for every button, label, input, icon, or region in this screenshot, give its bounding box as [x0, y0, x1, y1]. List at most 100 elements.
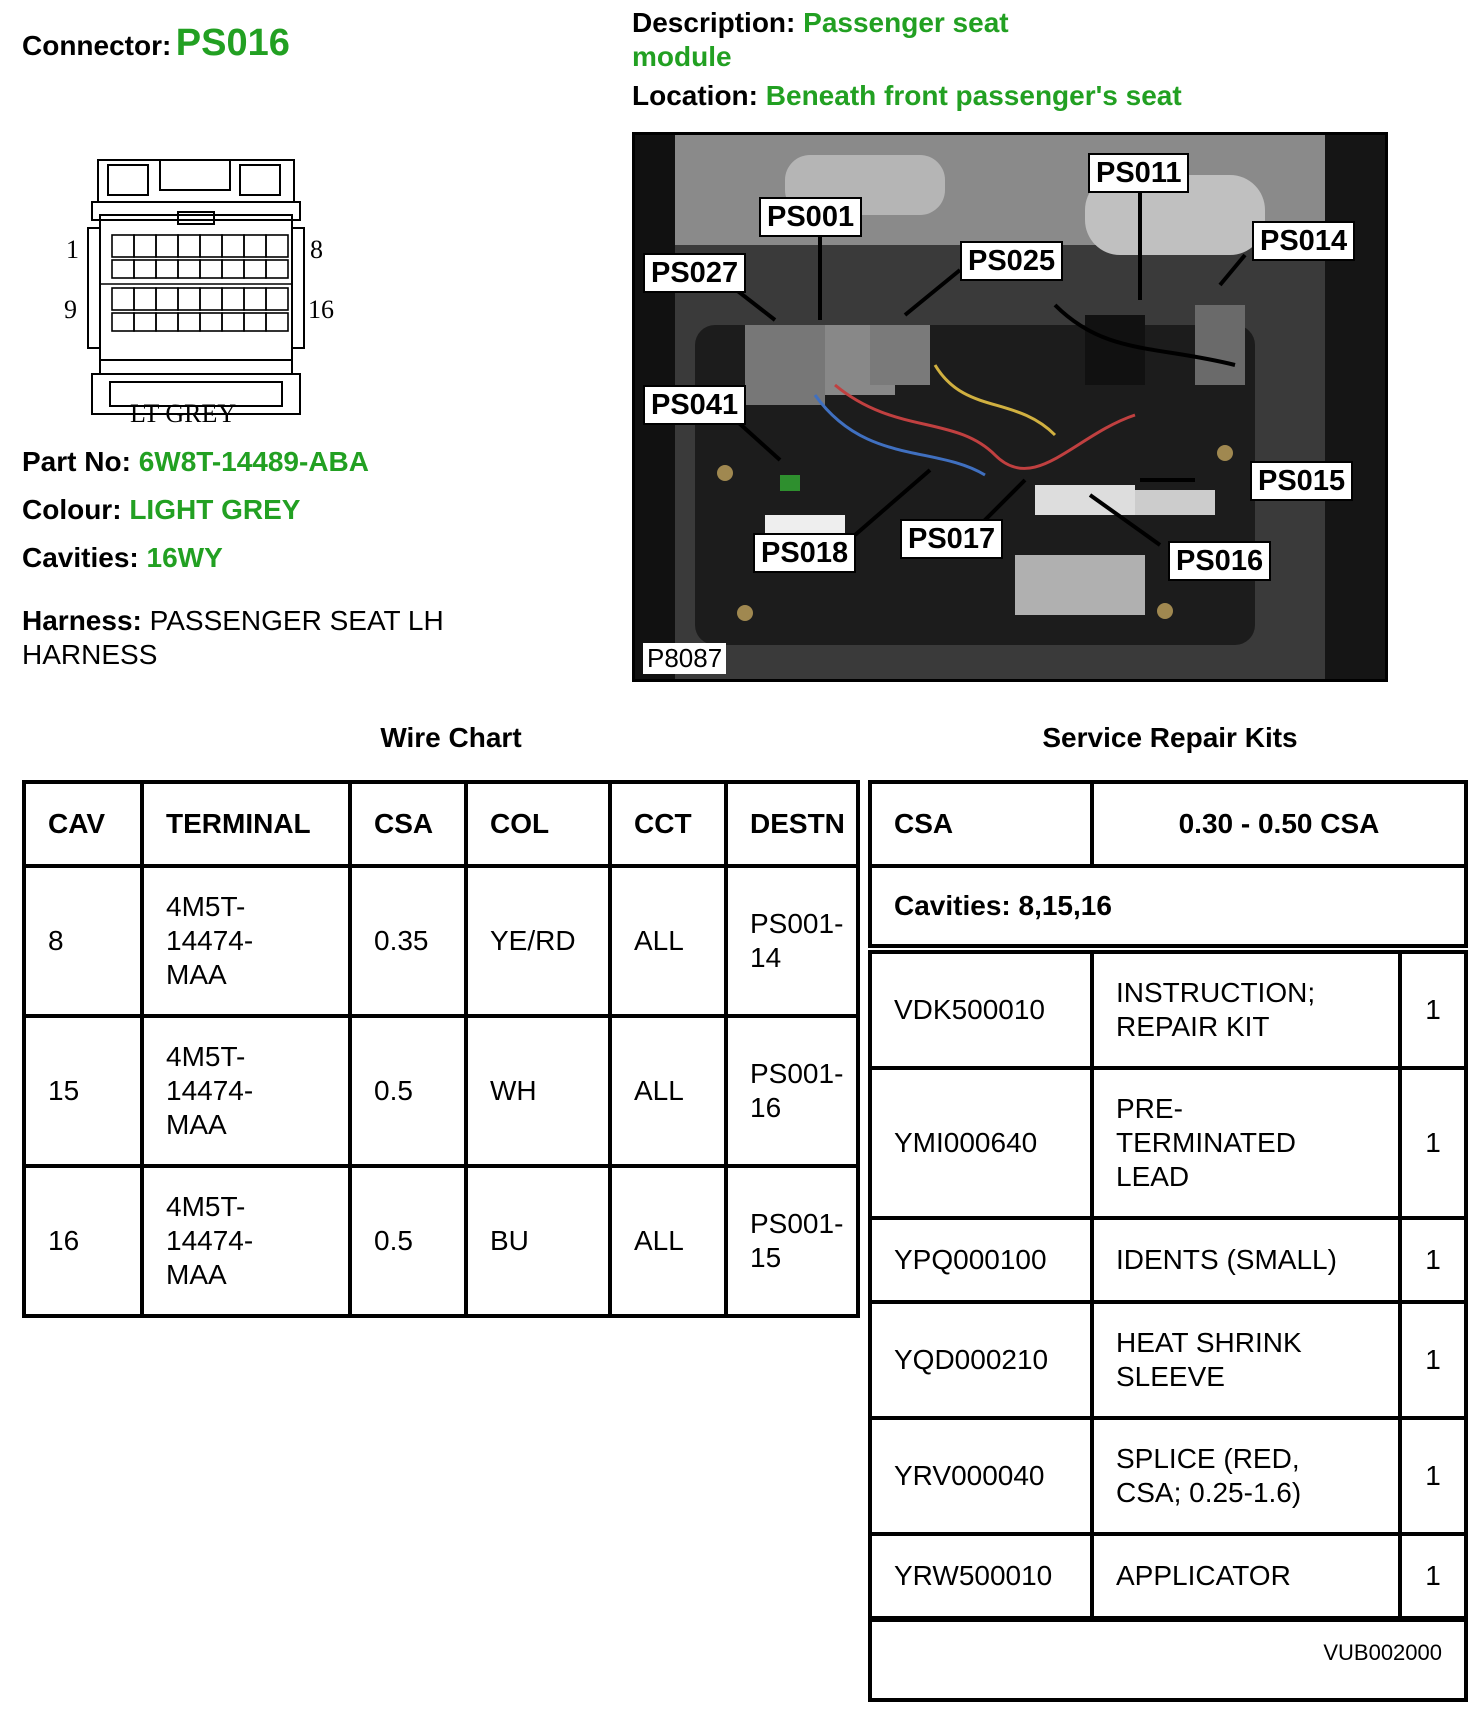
description-value-1: Passenger seat: [803, 7, 1009, 38]
kit-qty: 1: [1398, 1066, 1468, 1220]
repair-kits-header-table: CSA 0.30 - 0.50 CSA Cavities: 8,15,16: [868, 780, 1468, 948]
repair-kits-cavities-row: Cavities: 8,15,16: [868, 864, 1468, 948]
cell-cav: 15: [22, 1014, 144, 1168]
connector-id: PS016: [175, 22, 290, 64]
harness-value-1: PASSENGER SEAT LH: [149, 605, 444, 636]
location-block: Location: Beneath front passenger's seat: [632, 80, 1182, 112]
cavities-value: 16WY: [146, 542, 223, 573]
connector-face-diagram: 1 8 9 16 LT GREY: [60, 140, 360, 430]
wire-chart-header-row: CAV TERMINAL CSA COL CCT DESTN: [22, 780, 860, 868]
callout-ps041: PS041: [643, 385, 747, 425]
repair-kits-csa-label: CSA: [868, 780, 1094, 868]
harness-label: Harness:: [22, 605, 142, 636]
kit-qty: 1: [1398, 1532, 1468, 1620]
repair-kits-csa-row: CSA 0.30 - 0.50 CSA: [868, 780, 1468, 868]
cell-terminal: 4M5T-14474-MAA: [140, 1014, 352, 1168]
table-row: 15 4M5T-14474-MAA 0.5 WH ALL PS001-16: [22, 1014, 860, 1168]
footer-code: VUB002000: [1323, 1640, 1442, 1665]
header-csa: CSA: [348, 780, 468, 868]
connector-face-svg: 1 8 9 16 LT GREY: [64, 159, 334, 428]
repair-kits-items-table: VDK500010 INSTRUCTION;REPAIR KIT 1 YMI00…: [868, 950, 1468, 1620]
callout-ps018: PS018: [753, 533, 857, 573]
wire-chart-table: CAV TERMINAL CSA COL CCT DESTN 8 4M5T-14…: [22, 780, 860, 1318]
table-row: 8 4M5T-14474-MAA 0.35 YE/RD ALL PS001-14: [22, 864, 860, 1018]
callout-ps016: PS016: [1168, 541, 1272, 581]
cavities-label: Cavities:: [22, 542, 139, 573]
header-cct: CCT: [608, 780, 728, 868]
pin-label-8: 8: [310, 235, 323, 264]
list-item: YRW500010 APPLICATOR 1: [868, 1532, 1468, 1620]
cell-cct: ALL: [608, 1164, 728, 1318]
header-col: COL: [464, 780, 612, 868]
part-no-value: 6W8T-14489-ABA: [138, 446, 369, 477]
pin-label-9: 9: [64, 295, 77, 324]
location-photo: PS001 PS011 PS014 PS027 PS025 PS041 PS01…: [632, 132, 1388, 682]
cell-col: YE/RD: [464, 864, 612, 1018]
cell-cav: 16: [22, 1164, 144, 1318]
repair-kits-csa-range: 0.30 - 0.50 CSA: [1090, 780, 1468, 868]
wire-chart-title: Wire Chart: [380, 722, 522, 753]
kit-description: APPLICATOR: [1090, 1532, 1402, 1620]
kit-code: YRW500010: [868, 1532, 1094, 1620]
description-label: Description:: [632, 7, 796, 38]
kit-code: YRV000040: [868, 1416, 1094, 1536]
table-row: 16 4M5T-14474-MAA 0.5 BU ALL PS001-15: [22, 1164, 860, 1318]
callout-ps011: PS011: [1088, 153, 1190, 193]
kit-description: INSTRUCTION;REPAIR KIT: [1090, 950, 1402, 1070]
callout-ps001: PS001: [759, 197, 863, 237]
description-value-2: module: [632, 41, 732, 72]
callout-ps017: PS017: [900, 519, 1004, 559]
list-item: VDK500010 INSTRUCTION;REPAIR KIT 1: [868, 950, 1468, 1070]
kit-code: YMI000640: [868, 1066, 1094, 1220]
part-no-row: Part No: 6W8T-14489-ABA: [22, 446, 369, 478]
connector-heading: Connector: PS016: [22, 22, 290, 65]
location-value: Beneath front passenger's seat: [765, 80, 1182, 111]
cell-cct: ALL: [608, 1014, 728, 1168]
kit-description: IDENTS (SMALL): [1090, 1216, 1402, 1304]
repair-kits-cavities: Cavities: 8,15,16: [868, 864, 1468, 948]
colour-value: LIGHT GREY: [129, 494, 301, 525]
callout-ps014: PS014: [1252, 221, 1356, 261]
repair-kits-title: Service Repair Kits: [1042, 722, 1298, 753]
callout-ps027: PS027: [643, 253, 747, 293]
list-item: YPQ000100 IDENTS (SMALL) 1: [868, 1216, 1468, 1304]
cell-csa: 0.35: [348, 864, 468, 1018]
connector-label: Connector:: [22, 30, 172, 61]
description-block: Description: Passenger seat module: [632, 6, 1009, 74]
callout-ps015: PS015: [1250, 461, 1354, 501]
location-label: Location:: [632, 80, 758, 111]
cell-col: BU: [464, 1164, 612, 1318]
list-item: YRV000040 SPLICE (RED,CSA; 0.25-1.6) 1: [868, 1416, 1468, 1536]
repair-kits-footer: VUB002000: [868, 1618, 1468, 1702]
callout-ps025: PS025: [960, 241, 1064, 281]
part-no-label: Part No:: [22, 446, 131, 477]
photo-ref: P8087: [643, 643, 727, 674]
kit-qty: 1: [1398, 1416, 1468, 1536]
kit-code: YPQ000100: [868, 1216, 1094, 1304]
kit-qty: 1: [1398, 950, 1468, 1070]
pin-label-1: 1: [66, 235, 79, 264]
connector-colour-text: LT GREY: [130, 399, 236, 428]
header-destn: DESTN: [724, 780, 860, 868]
kit-code: YQD000210: [868, 1300, 1094, 1420]
photo-scene: [635, 135, 1385, 679]
cavities-row: Cavities: 16WY: [22, 542, 223, 574]
harness-value-2: HARNESS: [22, 639, 158, 670]
kit-description: SPLICE (RED,CSA; 0.25-1.6): [1090, 1416, 1402, 1536]
cell-terminal: 4M5T-14474-MAA: [140, 864, 352, 1018]
cell-col: WH: [464, 1014, 612, 1168]
cell-destn: PS001-15: [724, 1164, 860, 1318]
kit-qty: 1: [1398, 1216, 1468, 1304]
kit-qty: 1: [1398, 1300, 1468, 1420]
pin-label-16: 16: [308, 295, 334, 324]
cell-csa: 0.5: [348, 1164, 468, 1318]
harness-row: Harness: PASSENGER SEAT LH HARNESS: [22, 604, 444, 672]
colour-row: Colour: LIGHT GREY: [22, 494, 300, 526]
cell-destn: PS001-14: [724, 864, 860, 1018]
header-cav: CAV: [22, 780, 144, 868]
header-terminal: TERMINAL: [140, 780, 352, 868]
